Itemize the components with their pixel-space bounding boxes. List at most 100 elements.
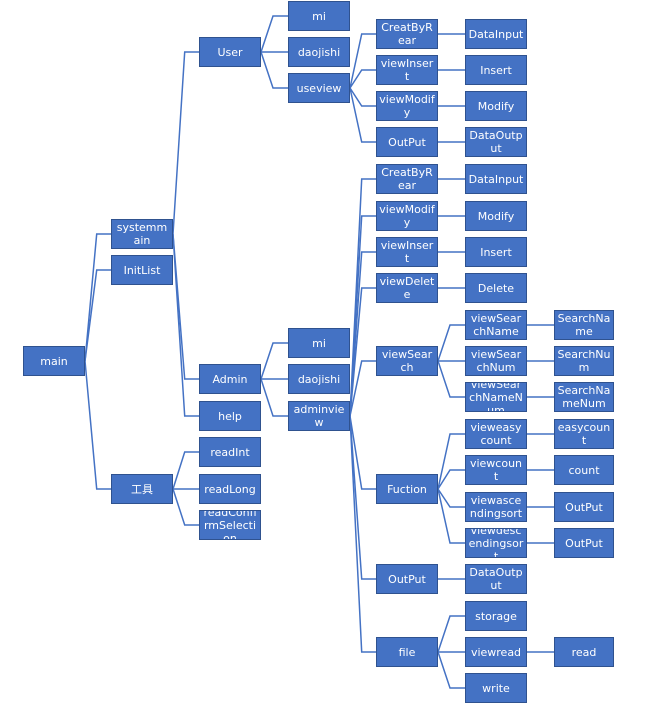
edge-tools-to-readint <box>172 451 199 490</box>
node-searchnum: SearchNum <box>554 346 614 376</box>
node-label: Delete <box>477 281 515 295</box>
node-admin-modify: Modify <box>465 201 527 231</box>
node-viewascendingsort: viewascendingsort <box>465 492 527 522</box>
node-user-modify: Modify <box>465 91 527 121</box>
node-admin-mi: mi <box>288 328 350 358</box>
edge-a-fuction-to-vieweasycount <box>437 433 465 490</box>
node-label: storage <box>475 609 517 623</box>
node-systemmain: systemmain <box>111 219 173 249</box>
node-user-viewmodify: viewModify <box>376 91 438 121</box>
node-label: OutPut <box>565 500 603 514</box>
node-label: Fuction <box>387 482 427 496</box>
node-admin-daojishi: daojishi <box>288 364 350 394</box>
node-label: viewSearchNum <box>470 348 522 374</box>
node-label: SearchNameNum <box>557 384 611 410</box>
node-label: viewSearchName <box>470 312 522 338</box>
node-admin-insert: Insert <box>465 237 527 267</box>
node-adminview: adminview <box>288 401 350 431</box>
node-label: main <box>40 354 68 368</box>
node-label: readConfirmSelection <box>203 510 257 540</box>
node-label: mi <box>312 336 326 350</box>
edge-a-file-to-write <box>437 651 465 689</box>
node-fuction-output-1: OutPut <box>554 492 614 522</box>
edge-adminview-to-a-output <box>349 415 376 580</box>
node-viewsearchname: viewSearchName <box>465 310 527 340</box>
node-label: CreatByRear <box>381 21 433 47</box>
node-readint: readInt <box>199 437 261 467</box>
node-viewcount: viewcount <box>465 455 527 485</box>
edge-admin-to-admin-mi <box>260 342 288 380</box>
node-label: Modify <box>477 99 515 113</box>
edge-a-viewsearch-to-vs-name <box>437 324 465 362</box>
node-viewsearchnamenum: viewSearchNameNum <box>465 382 527 412</box>
edge-useview-to-u-creatbyrear <box>349 33 376 89</box>
node-label: daojishi <box>297 45 341 59</box>
node-label: systemmain <box>116 221 168 247</box>
edge-main-to-tools <box>84 360 111 490</box>
node-label: mi <box>312 9 326 23</box>
edge-user-to-useview <box>260 51 288 89</box>
node-label: SearchName <box>557 312 611 338</box>
edge-adminview-to-a-viewsearch <box>349 360 376 417</box>
edge-systemmain-to-admin <box>172 233 199 380</box>
node-user-creatbyrear: CreatByRear <box>376 19 438 49</box>
node-admin: Admin <box>199 364 261 394</box>
node-label: viewModify <box>379 203 435 229</box>
node-label: Modify <box>477 209 515 223</box>
edge-tools-to-readconfirm <box>172 488 199 526</box>
node-label: Insert <box>480 245 512 259</box>
edge-adminview-to-a-viewmodify <box>349 215 376 417</box>
edge-useview-to-u-viewinsert <box>349 69 376 89</box>
node-user-insert: Insert <box>465 55 527 85</box>
edge-a-viewsearch-to-vs-namenum <box>437 360 465 398</box>
node-vieweasycount: vieweasycount <box>465 419 527 449</box>
node-label: viewDelete <box>379 275 435 301</box>
node-admin-file: file <box>376 637 438 667</box>
edge-admin-to-adminview <box>260 378 288 417</box>
node-readlong: readLong <box>199 474 261 504</box>
node-label: viewSearchNameNum <box>469 382 523 412</box>
node-admin-viewsearch: viewSearch <box>376 346 438 376</box>
node-label: count <box>568 463 600 477</box>
edge-adminview-to-a-viewinsert <box>349 251 376 417</box>
node-label: daojishi <box>297 372 341 386</box>
node-read: read <box>554 637 614 667</box>
node-viewdescendingsort: viewdescendingsort <box>465 528 527 558</box>
node-admin-output: OutPut <box>376 564 438 594</box>
node-admin-viewdelete: viewDelete <box>376 273 438 303</box>
edge-useview-to-u-output <box>349 87 376 143</box>
node-admin-creatbyrear: CreatByRear <box>376 164 438 194</box>
node-label: DataOutput <box>469 566 523 592</box>
node-readconfirmselection: readConfirmSelection <box>199 510 261 540</box>
node-useview: useview <box>288 73 350 103</box>
node-label: viewdescendingsort <box>468 528 524 558</box>
node-label: DataInput <box>468 172 524 186</box>
edge-a-fuction-to-viewcount <box>437 469 465 490</box>
node-viewread: viewread <box>465 637 527 667</box>
edge-a-file-to-storage <box>437 615 465 653</box>
edge-a-fuction-to-viewdescendingsort <box>437 488 465 544</box>
node-user-mi: mi <box>288 1 350 31</box>
node-label: DataOutput <box>469 129 523 155</box>
edge-adminview-to-a-file <box>349 415 376 653</box>
node-label: OutPut <box>388 135 426 149</box>
node-label: User <box>217 45 243 59</box>
node-admin-dataoutput: DataOutput <box>465 564 527 594</box>
edge-adminview-to-a-fuction <box>349 415 376 490</box>
node-admin-viewmodify: viewModify <box>376 201 438 231</box>
node-user-datainput: DataInput <box>465 19 527 49</box>
edge-a-fuction-to-viewascendingsort <box>437 488 465 508</box>
edge-user-to-user-mi <box>260 15 288 53</box>
node-admin-datainput: DataInput <box>465 164 527 194</box>
node-label: viewInsert <box>380 57 434 83</box>
edge-systemmain-to-user <box>172 51 199 235</box>
edge-adminview-to-a-viewdelete <box>349 287 376 417</box>
node-label: viewcount <box>469 457 523 483</box>
node-searchnamenum: SearchNameNum <box>554 382 614 412</box>
node-label: write <box>482 681 510 695</box>
node-user-viewinsert: viewInsert <box>376 55 438 85</box>
node-user-daojishi: daojishi <box>288 37 350 67</box>
node-searchname: SearchName <box>554 310 614 340</box>
node-label: useview <box>296 81 342 95</box>
